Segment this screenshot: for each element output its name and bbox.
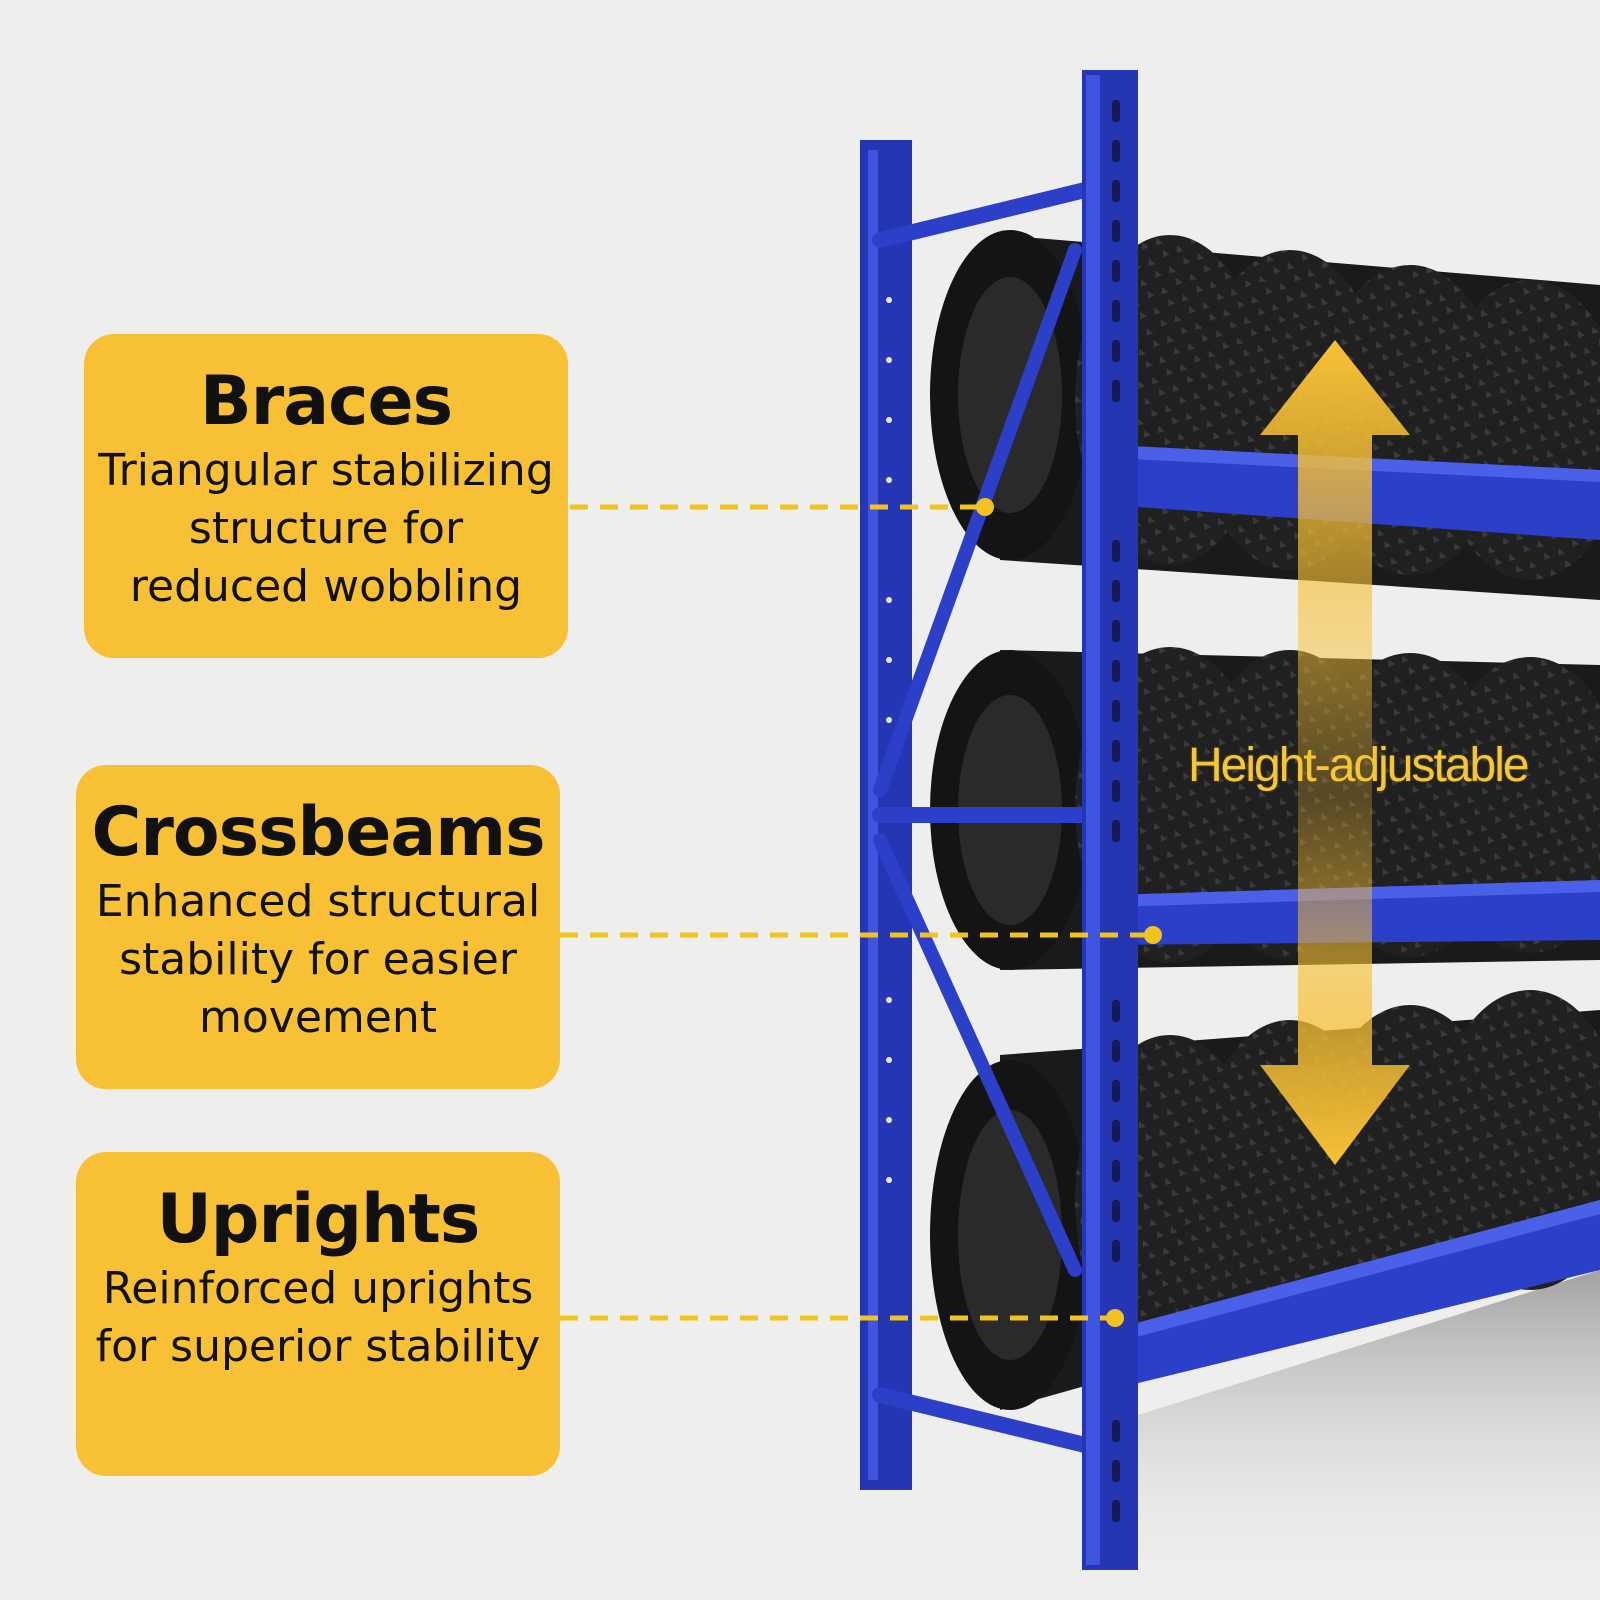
crossbeams-pointer-dot	[1144, 926, 1162, 944]
crossbeams-description: Enhanced structural stability for easier…	[95, 876, 541, 1043]
crossbeams-callout: Crossbeams Enhanced structural stability…	[76, 765, 560, 1089]
floor-shadow	[1090, 1270, 1600, 1600]
front-upright-slots	[1112, 100, 1120, 1522]
braces-title: Braces	[199, 362, 453, 441]
uprights-title: Uprights	[156, 1180, 481, 1259]
tire-row-top	[930, 230, 1600, 600]
braces-pointer-dot	[976, 498, 994, 516]
height-adjustable-label: Height-adjustable	[1188, 739, 1530, 792]
crossbeam-bottom	[1110, 1200, 1600, 1390]
braces-description: Triangular stabilizing structure for red…	[98, 445, 554, 612]
crossbeams-title: Crossbeams	[91, 793, 545, 872]
uprights-pointer-dot	[1106, 1309, 1124, 1327]
uprights-callout: Uprights Reinforced uprights for superio…	[76, 1152, 560, 1476]
side-braces	[872, 182, 1093, 1453]
braces-callout: Braces Triangular stabilizing structure …	[84, 334, 568, 658]
uprights-description: Reinforced uprights for superior stabili…	[95, 1263, 541, 1372]
leader-lines	[560, 504, 1152, 1321]
height-adjust-arrow	[1260, 340, 1410, 1165]
